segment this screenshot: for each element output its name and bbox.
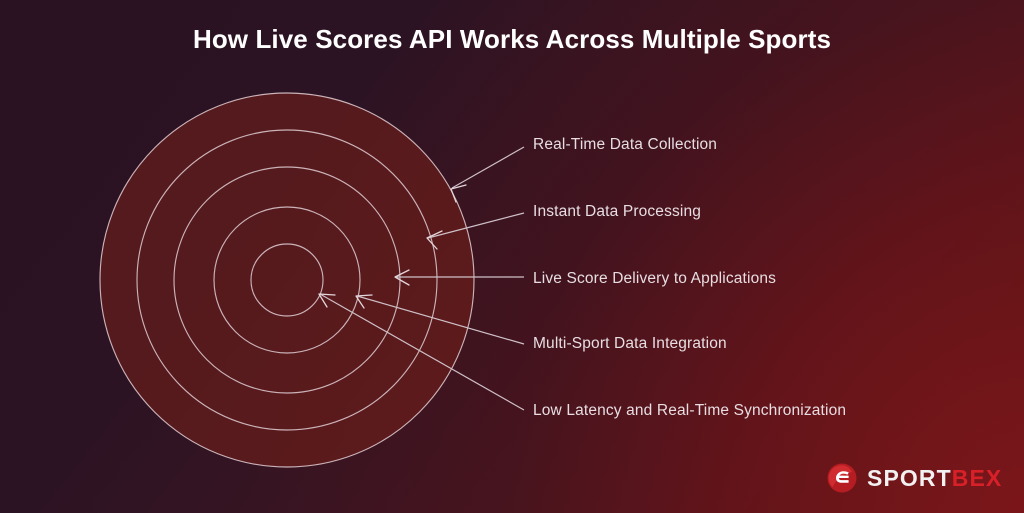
ring-1-outer bbox=[99, 92, 475, 468]
leader-line-5 bbox=[318, 293, 525, 411]
sportbex-swoosh-icon bbox=[827, 463, 857, 493]
step-label-1: Real-Time Data Collection bbox=[533, 136, 718, 153]
step-label-2: Instant Data Processing bbox=[533, 203, 702, 220]
logo-text-bex: BEX bbox=[951, 464, 1003, 491]
logo-wordmark: SPORTBEX bbox=[867, 464, 1003, 491]
ring-4 bbox=[213, 206, 361, 354]
logo-text-sport: SPORT bbox=[867, 464, 952, 491]
sportbex-logo: SPORTBEX bbox=[826, 462, 1002, 494]
ring-2 bbox=[136, 129, 438, 431]
page-title: How Live Scores API Works Across Multipl… bbox=[192, 24, 832, 54]
step-label-4: Multi-Sport Data Integration bbox=[533, 335, 727, 352]
step-label-3: Live Score Delivery to Applications bbox=[533, 270, 777, 287]
step-label-5: Low Latency and Real-Time Synchronizatio… bbox=[533, 402, 847, 419]
leader-line-1 bbox=[450, 146, 525, 203]
leader-line-4 bbox=[355, 294, 525, 345]
ring-5-center bbox=[250, 243, 324, 317]
leader-line-3 bbox=[394, 269, 524, 286]
leader-line-2 bbox=[426, 212, 525, 250]
